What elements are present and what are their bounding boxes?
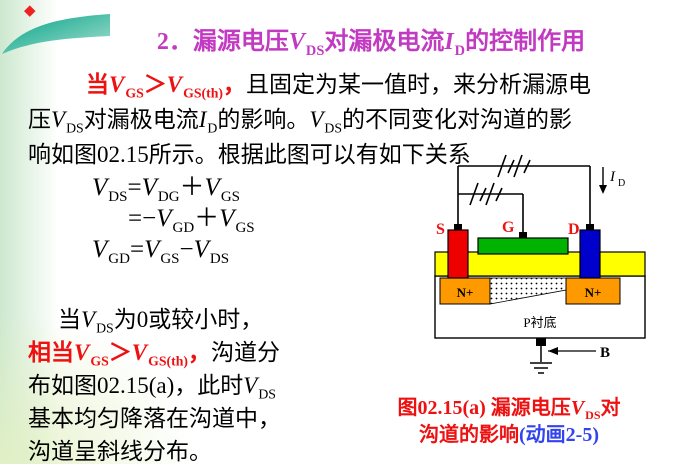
figure-caption-line1: 图02.15(a) 漏源电压VDS对 xyxy=(397,397,621,422)
drain-current-arrowhead xyxy=(599,185,607,194)
drain-current-label-sub: D xyxy=(618,178,625,189)
figure-caption-line2-text: 沟道的影响 xyxy=(419,424,519,446)
intro-paragraph: 当VGS＞VGS(th)，且固定为某一值时，来分析漏源电压VDS对漏极电流ID的… xyxy=(28,72,591,167)
drain-terminal-dot xyxy=(586,224,594,232)
mosfet-diagram: I D S G D N+ N+ P衬底 xyxy=(434,154,646,374)
bulk-arrowhead xyxy=(548,347,558,355)
equation-block: VDS=VDG＋VGS =−VGD＋VGS VGD=VGS−VDS xyxy=(92,172,255,267)
drain-current-label: I xyxy=(609,169,616,185)
page-title: 2．漏源电压VDS对漏极电流ID的控制作用 xyxy=(156,29,586,59)
bulk-terminal-dot xyxy=(536,338,546,346)
gate-electrode xyxy=(477,237,569,255)
source-label: S xyxy=(436,221,445,238)
nplus-region-right xyxy=(565,277,621,305)
mosfet-figure: I D S G D N+ N+ P衬底 xyxy=(360,152,660,392)
nplus-region-left xyxy=(439,277,491,305)
equation-line-2: =−VGD＋VGS xyxy=(128,205,255,236)
gate-terminal-dot xyxy=(519,232,527,240)
figure-caption-line2: 沟道的影响(动画2-5) xyxy=(356,422,662,449)
swoosh-shape xyxy=(2,14,110,54)
nplus-right-label: N+ xyxy=(585,285,602,300)
nplus-left-label: N+ xyxy=(457,285,474,300)
figure-caption: 图02.15(a) 漏源电压VDS对 沟道的影响(动画2-5) xyxy=(356,395,662,449)
animation-link[interactable]: (动画2-5) xyxy=(519,424,599,446)
equation-line-3: VGD=VGS−VDS xyxy=(92,236,230,267)
substrate-label: P衬底 xyxy=(523,315,556,330)
circuit-wires xyxy=(457,165,591,240)
drain-label: D xyxy=(568,221,580,238)
source-electrode xyxy=(447,229,469,279)
equation-line-1: VDS=VDG＋VGS xyxy=(92,174,241,205)
channel-region xyxy=(489,277,567,305)
gate-label: G xyxy=(502,219,515,236)
diamond-icon: ◆ xyxy=(24,1,36,19)
battery-vgs-icon xyxy=(469,182,503,206)
drain-electrode xyxy=(579,229,601,279)
teal-swoosh-decoration xyxy=(2,14,110,54)
battery-vds-icon xyxy=(497,154,531,178)
source-terminal-dot xyxy=(454,224,462,232)
body-paragraph: 当VDS为0或较小时，相当VGS＞VGS(th)，沟道分布如图02.15(a)，… xyxy=(28,307,281,464)
bottom-left-glow xyxy=(0,314,190,464)
bulk-label: B xyxy=(600,345,610,361)
ground-icon xyxy=(530,362,552,374)
